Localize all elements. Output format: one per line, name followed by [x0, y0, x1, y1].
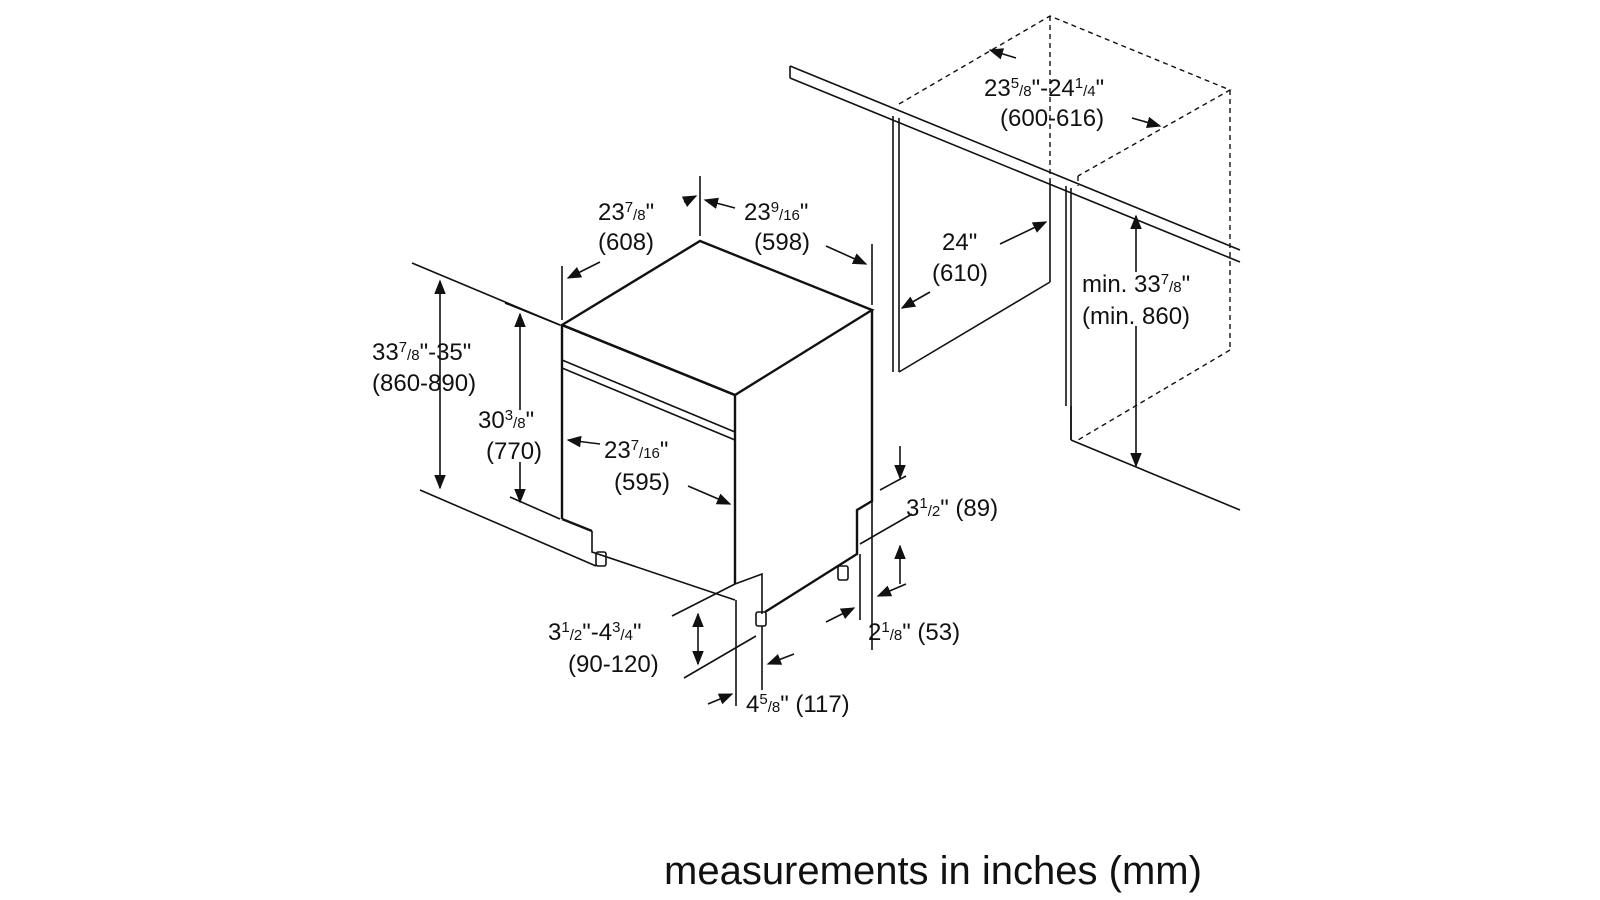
dimension-lines — [411, 48, 1162, 706]
niche-height-metric: (min. 860) — [1082, 303, 1190, 330]
depth-left-imperial: 237/8" — [598, 199, 654, 226]
dimension-labels: 237/8" (608) 239/16" (598) 337/8"-35" (8… — [372, 75, 1202, 893]
cabinet-niche — [789, 15, 1241, 511]
niche-top-imperial: 235/8"-241/4" — [984, 75, 1104, 102]
body-height-metric: (770) — [486, 438, 542, 465]
dishwasher-unit — [559, 239, 875, 627]
width-top-imperial: 239/16" — [744, 199, 808, 226]
body-height-imperial: 303/8" — [478, 407, 534, 434]
toe-recess-label: 21/8" (53) — [868, 619, 960, 646]
niche-depth-imperial: 24" — [942, 229, 977, 256]
foot-setback-label: 45/8" (117) — [746, 691, 850, 718]
feet-adjust-metric: (90-120) — [568, 651, 659, 678]
feet-adjust-imperial: 31/2"-43/4" — [548, 619, 641, 646]
niche-top-metric: (600-616) — [1000, 105, 1104, 132]
width-top-metric: (598) — [754, 229, 810, 256]
niche-height-imperial: min. 337/8" — [1082, 271, 1190, 298]
depth-left-metric: (608) — [598, 229, 654, 256]
front-width-metric: (595) — [614, 469, 670, 496]
niche-depth-metric: (610) — [932, 260, 988, 287]
height-range-metric: (860-890) — [372, 370, 476, 397]
diagram-caption: measurements in inches (mm) — [664, 849, 1202, 893]
toe-kick-height-label: 31/2" (89) — [906, 495, 998, 522]
height-range-imperial: 337/8"-35" — [372, 339, 471, 366]
front-width-imperial: 237/16" — [604, 437, 668, 464]
